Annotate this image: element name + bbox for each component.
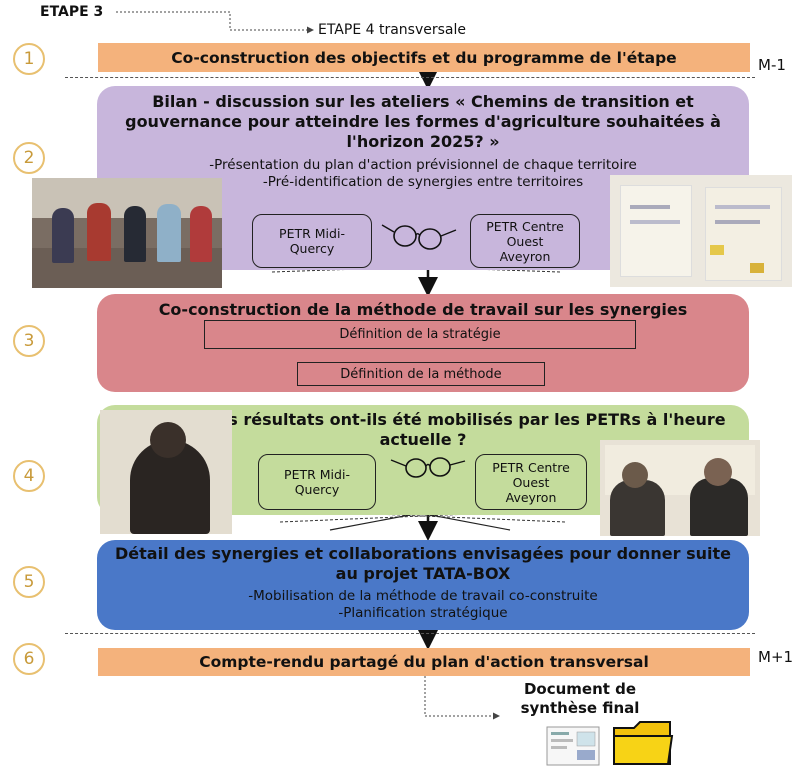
poster-photo-right [610,175,792,287]
step-3-box [97,294,749,392]
step-5-title: Détail des synergies et collaborations e… [110,544,736,584]
step-2-bullets: -Présentation du plan d'action prévision… [110,157,736,191]
workshop-photo-left [32,178,222,288]
step-4-title-line1: Comment les résultats ont-ils été mobili… [120,410,726,429]
step-5-number: 5 [13,566,45,598]
step-4-title: Comment les résultats ont-ils été mobili… [110,410,736,450]
step-2-petr-left: PETR Midi- Quercy [252,214,372,268]
discussion-photo-right [600,440,760,536]
step-4-title-line2: actuelle ? [379,430,467,449]
separator-top [65,77,755,78]
step-1-number: 1 [13,43,45,75]
etape3-label: ETAPE 3 [40,4,104,20]
step-2-bullet2: -Pré-identification de synergies entre t… [262,173,584,190]
separator-bottom [65,633,755,634]
step-6-number: 6 [13,643,45,675]
step-4-number: 4 [13,460,45,492]
final-document-line2: synthèse final [520,698,640,717]
step-6-bar: Compte-rendu partagé du plan d'action tr… [98,648,750,676]
step-5-box [97,540,749,630]
step-3-method: Définition de la méthode [297,362,545,386]
step-2-number: 2 [13,142,45,174]
step-5-bullet2: -Planification stratégique [338,604,508,621]
step-5-title-line1: Détail des synergies et collaborations e… [115,544,731,563]
step-5-bullets: -Mobilisation de la méthode de travail c… [110,588,736,622]
step-4-petr-right: PETR Centre Ouest Aveyron [475,454,587,510]
step-1-bar: Co-construction des objectifs et du prog… [98,43,750,72]
folder-icon [613,721,674,765]
document-icon [546,726,600,766]
step-4-petr-left: PETR Midi- Quercy [258,454,376,510]
step-5-title-line2: au projet TATA-BOX [335,564,511,583]
step-3-strategy: Définition de la stratégie [204,320,636,349]
step-3-title: Co-construction de la méthode de travail… [158,300,688,319]
step-3-number: 3 [13,325,45,357]
step-1-marker: M-1 [758,56,786,74]
step-2-title-line2: gouvernance pour atteindre les formes d'… [125,112,721,131]
final-document-label: Document de synthèse final [510,680,650,718]
step-2-title-line3: l'horizon 2025? » [346,132,500,151]
final-document-line1: Document de [523,680,637,698]
step-6-marker: M+1 [758,648,794,666]
step-2-petr-right: PETR Centre Ouest Aveyron [470,214,580,268]
etape4-label: ETAPE 4 transversale [318,22,467,38]
glasses-icon-step4 [390,457,466,478]
step-5-bullet1: -Mobilisation de la méthode de travail c… [248,588,598,604]
step-2-title-line1: Bilan - discussion sur les ateliers « Ch… [152,92,694,111]
step-2-title: Bilan - discussion sur les ateliers « Ch… [110,92,736,152]
glasses-icon [381,224,457,250]
discussion-photo-left [100,410,232,534]
step-2-bullet1: -Présentation du plan d'action prévision… [209,157,637,173]
